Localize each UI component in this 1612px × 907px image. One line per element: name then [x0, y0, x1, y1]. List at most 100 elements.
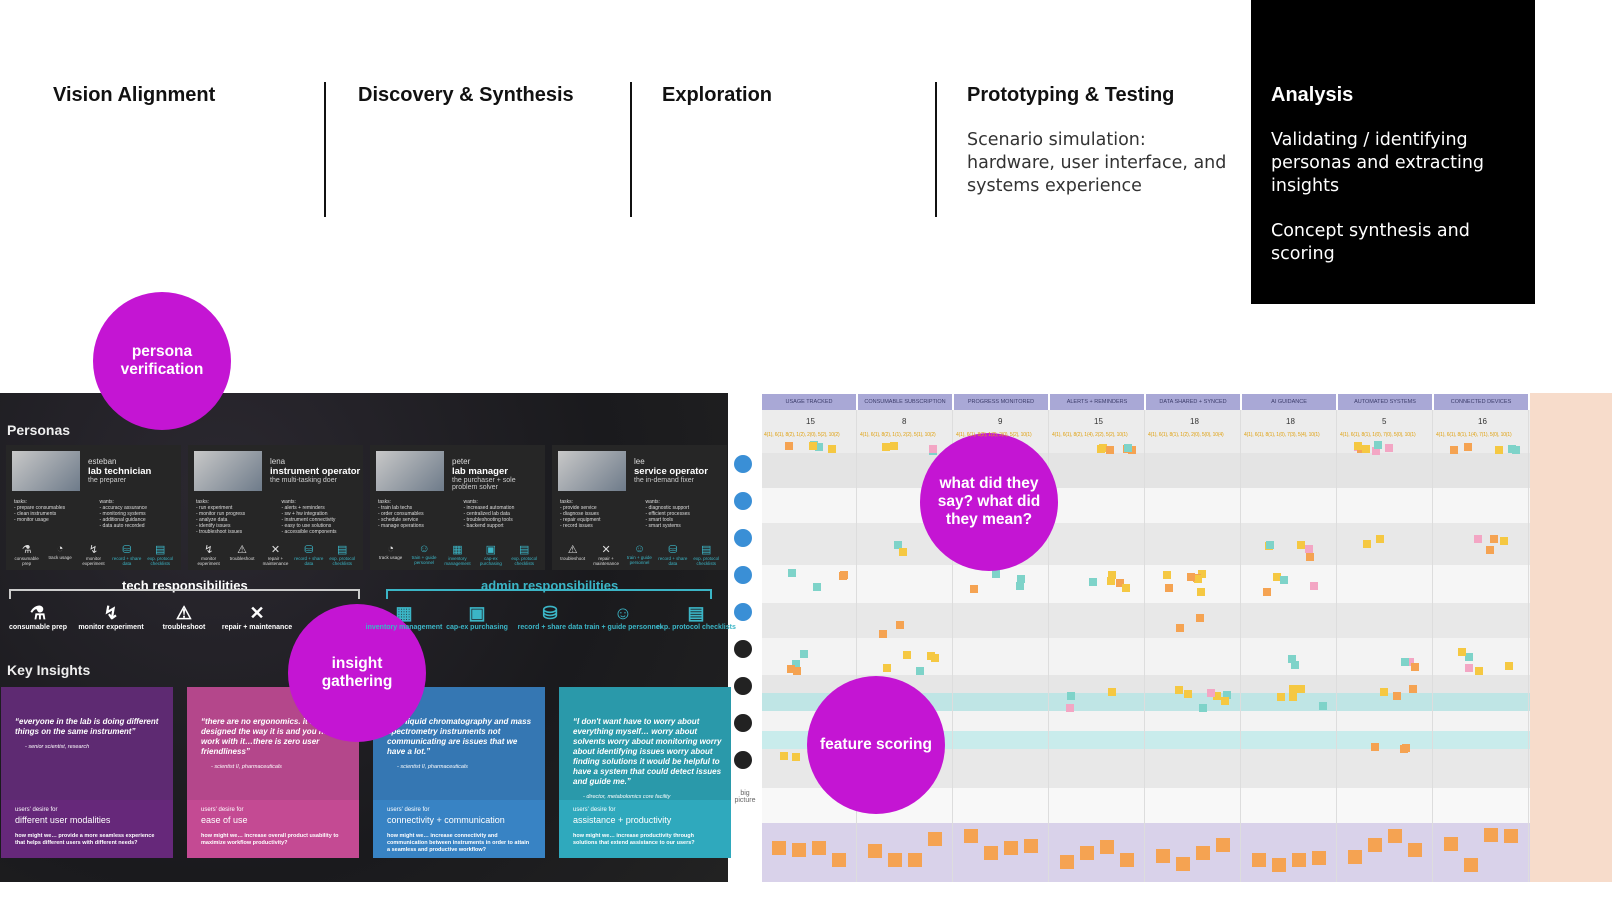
callout-what-did-they-say: what did they say? what did they mean?	[920, 433, 1058, 571]
sticky-note	[1306, 553, 1314, 562]
activity-icon: ⚗	[21, 544, 32, 556]
score-column	[1530, 393, 1612, 882]
phase-title: Exploration	[662, 84, 773, 106]
sticky-note	[1312, 850, 1326, 865]
insight-card[interactable]: “I don't want have to worry about everyt…	[559, 687, 731, 858]
sticky-note	[1309, 581, 1318, 590]
insight-card[interactable]: “the liquid chromatography and mass spec…	[373, 687, 545, 858]
desire-label: users' desire for	[15, 807, 58, 813]
phase-description-2: Concept synthesis and scoring	[1271, 221, 1470, 264]
sticky-note	[1473, 534, 1482, 543]
persona-activity: ↯monitor experiment	[77, 543, 109, 566]
sticky-note	[1197, 569, 1206, 578]
column-separator	[1144, 410, 1145, 882]
activity-label: monitor experiment	[82, 556, 105, 566]
activity-label: troubleshoot	[560, 556, 586, 561]
persona-activity: ⚗consumable prep	[11, 543, 43, 566]
matrix-row	[762, 523, 1530, 565]
sticky-note	[1066, 704, 1075, 713]
admin-bracket	[386, 589, 712, 599]
sticky-note	[1100, 839, 1114, 854]
desire-title: assistance + productivity	[573, 815, 672, 825]
column-tally: 4(1), 6(1), 8(2), 1(4), 2(2), 5(2), 10(1…	[1052, 432, 1128, 438]
sticky-note	[792, 842, 806, 857]
responsibility-label: consumable prep	[9, 624, 67, 631]
tech-responsibility: ↯monitor experiment	[71, 603, 151, 631]
column-tally: 4(1), 6(1), 8(1), 1(0), 7(3), 5(4), 10(1…	[1244, 432, 1320, 438]
sticky-note	[1276, 692, 1285, 701]
sticky-note	[772, 841, 786, 856]
sticky-note	[1266, 541, 1275, 550]
quote-attribution: - director, metabolomics core facility	[583, 794, 671, 800]
sticky-note	[1120, 852, 1134, 867]
activity-icon: ✕	[270, 544, 281, 556]
sticky-note	[1115, 579, 1124, 588]
sticky-note	[1457, 648, 1466, 657]
sticky-note	[786, 665, 795, 673]
tech-responsibility: ⚗consumable prep	[0, 603, 78, 631]
sticky-note	[799, 649, 808, 658]
stage-icon	[734, 751, 752, 769]
column-count: 8	[902, 417, 907, 426]
persona-lists: tasks: - run experiment - monitor run pr…	[196, 499, 359, 535]
persona-name: peter	[452, 457, 471, 466]
sticky-note	[1380, 687, 1389, 696]
column-tally: 4(1), 6(1), 8(2), 1(2), 2(0), 5(2), 10(2…	[764, 432, 840, 438]
column-separator	[1528, 410, 1529, 882]
sticky-note	[1486, 545, 1495, 554]
responsibility-icon: ⚠	[175, 603, 193, 623]
sticky-note	[791, 752, 800, 761]
insight-card[interactable]: “everyone in the lab is doing different …	[1, 687, 173, 858]
activity-icon: ☺	[418, 543, 430, 555]
activity-icon: ▤	[701, 544, 712, 556]
admin-responsibility: ⛁record + share data	[510, 603, 590, 631]
activity-label: repair + maintenance	[262, 556, 289, 566]
activity-label: cap-ex purchasing	[479, 556, 502, 566]
callout-persona-verification: persona verification	[93, 292, 231, 430]
persona-role: instrument operator	[270, 466, 361, 477]
sticky-note	[1252, 853, 1266, 868]
activity-icon: ✕	[601, 544, 611, 556]
sticky-note	[812, 841, 826, 856]
stage-icon	[734, 566, 752, 584]
quote-attribution: - scientist II, pharmaceuticals	[211, 764, 282, 770]
phase-description: Scenario simulation: hardware, user inte…	[967, 130, 1227, 196]
column-tally: 4(1), 6(1), 8(1), 1(2), 2(0), 5(0), 10(4…	[1148, 432, 1224, 438]
tech-responsibility: ⚠troubleshoot	[144, 603, 224, 631]
stage-icon	[734, 714, 752, 732]
admin-responsibility: ▣cap-ex purchasing	[437, 603, 517, 631]
sticky-note	[1024, 839, 1038, 854]
activity-label: track usage	[48, 555, 72, 560]
sticky-note	[1362, 540, 1371, 549]
persona-lists: tasks: - train lab techs - order consuma…	[378, 499, 541, 529]
activity-icon: ⛁	[668, 544, 678, 556]
responsibility-label: exp. protocol checklists	[656, 624, 736, 631]
stage-icon	[734, 492, 752, 510]
activity-icon: ◔	[56, 543, 64, 555]
insight-card[interactable]: “there are no ergonomics. it is designed…	[187, 687, 359, 858]
sticky-note	[809, 442, 818, 451]
personas-heading: Personas	[7, 422, 71, 438]
activity-icon: ▤	[519, 544, 530, 556]
activity-label: exp. protocol checklists	[329, 556, 356, 566]
column-separator	[1336, 410, 1337, 882]
how-might-we: how might we… increase overall product u…	[201, 833, 339, 846]
persona-tasks: tasks: - train lab techs - order consuma…	[378, 499, 424, 529]
column-count: 5	[1382, 417, 1387, 426]
persona-activity: ⛁record + share data	[111, 543, 143, 566]
sticky-note	[1406, 658, 1415, 667]
persona-activity: ☺train + guide personnel	[408, 543, 440, 566]
matrix-row	[762, 565, 1530, 603]
persona-activity: ▤exp. protocol checklists	[326, 543, 358, 566]
sticky-note	[1348, 849, 1362, 864]
column-header: USAGE TRACKED	[762, 394, 856, 410]
divider	[324, 82, 326, 217]
activity-icon: ⛁	[122, 544, 132, 556]
persona-photo	[376, 451, 444, 491]
